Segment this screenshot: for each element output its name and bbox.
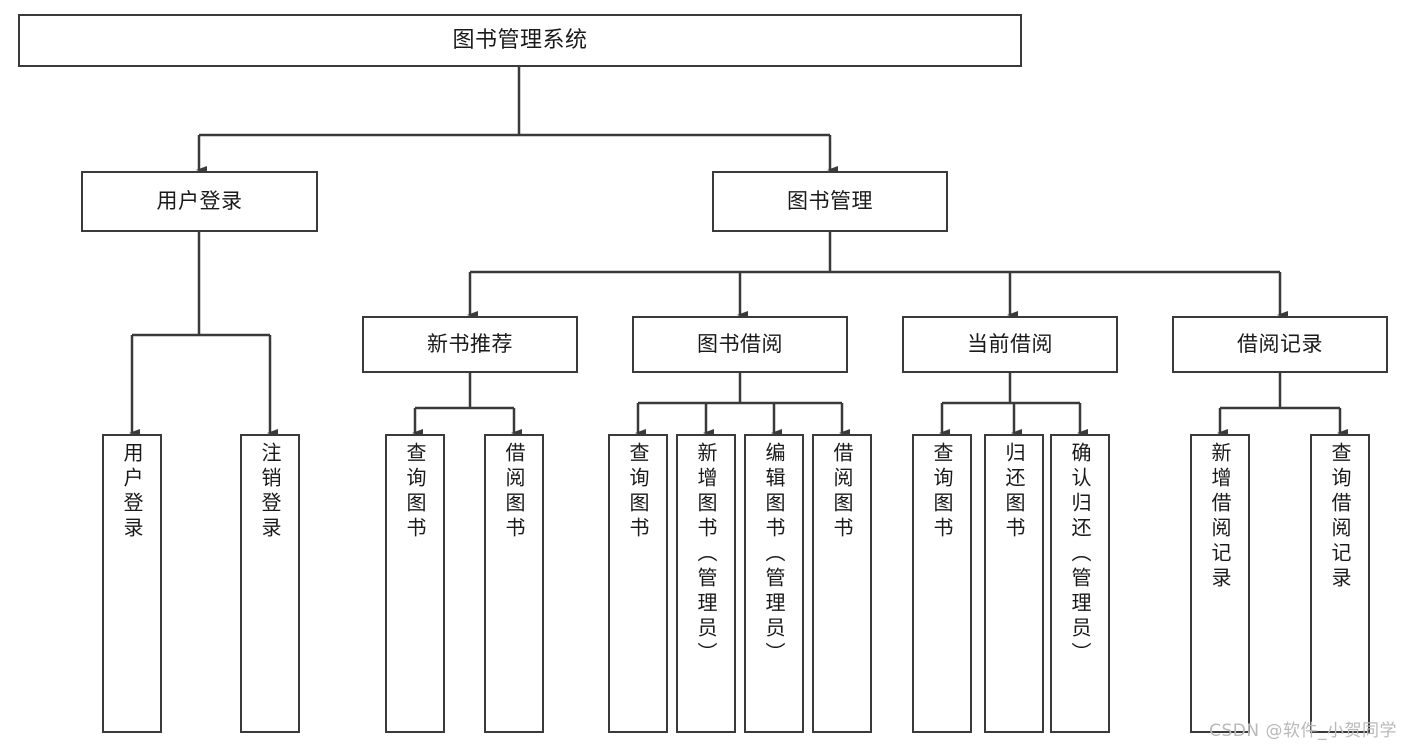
node-label: 编辑图书（管理员） [762, 442, 786, 667]
node-current-borrow[interactable]: 当前借阅 [902, 316, 1118, 373]
node-label: 查询图书 [930, 442, 954, 542]
node-leaf-borrow-book-1[interactable]: 借阅图书 [484, 434, 544, 733]
node-label: 新书推荐 [427, 332, 513, 357]
node-leaf-return-book[interactable]: 归还图书 [984, 434, 1044, 733]
node-book-manage[interactable]: 图书管理 [712, 171, 948, 232]
node-user-login[interactable]: 用户登录 [81, 171, 318, 232]
node-label: 新增图书（管理员） [694, 442, 718, 667]
node-leaf-edit-book[interactable]: 编辑图书（管理员） [744, 434, 804, 733]
node-label: 查询借阅记录 [1328, 442, 1352, 592]
node-label: 确认归还（管理员） [1068, 442, 1092, 667]
node-leaf-user-logout[interactable]: 注销登录 [240, 434, 300, 733]
node-label: 查询图书 [403, 442, 427, 542]
watermark-csdn: CSDN @软件_小贺同学 [1209, 721, 1397, 741]
node-leaf-user-login[interactable]: 用户登录 [102, 434, 162, 733]
node-leaf-query-record[interactable]: 查询借阅记录 [1310, 434, 1370, 733]
node-label: 归还图书 [1002, 442, 1026, 542]
node-label: 注销登录 [258, 442, 282, 542]
node-leaf-query-book-1[interactable]: 查询图书 [385, 434, 445, 733]
node-leaf-query-book-3[interactable]: 查询图书 [912, 434, 972, 733]
node-label: 借阅图书 [502, 442, 526, 542]
node-label: 借阅记录 [1237, 332, 1323, 357]
node-label: 当前借阅 [967, 332, 1053, 357]
node-root[interactable]: 图书管理系统 [18, 14, 1022, 67]
node-new-book-rec[interactable]: 新书推荐 [362, 316, 578, 373]
node-label: 图书借阅 [697, 332, 783, 357]
node-leaf-add-book[interactable]: 新增图书（管理员） [676, 434, 736, 733]
node-label: 图书管理 [787, 189, 873, 214]
node-label: 借阅图书 [830, 442, 854, 542]
node-label: 图书管理系统 [452, 27, 588, 53]
node-label: 用户登录 [120, 442, 144, 542]
node-leaf-add-record[interactable]: 新增借阅记录 [1190, 434, 1250, 733]
node-label: 新增借阅记录 [1208, 442, 1232, 592]
node-leaf-query-book-2[interactable]: 查询图书 [608, 434, 668, 733]
node-leaf-borrow-book-2[interactable]: 借阅图书 [812, 434, 872, 733]
node-label: 用户登录 [156, 189, 243, 214]
node-leaf-confirm-return[interactable]: 确认归还（管理员） [1050, 434, 1110, 733]
node-label: 查询图书 [626, 442, 650, 542]
node-book-borrow[interactable]: 图书借阅 [632, 316, 848, 373]
node-borrow-record[interactable]: 借阅记录 [1172, 316, 1388, 373]
